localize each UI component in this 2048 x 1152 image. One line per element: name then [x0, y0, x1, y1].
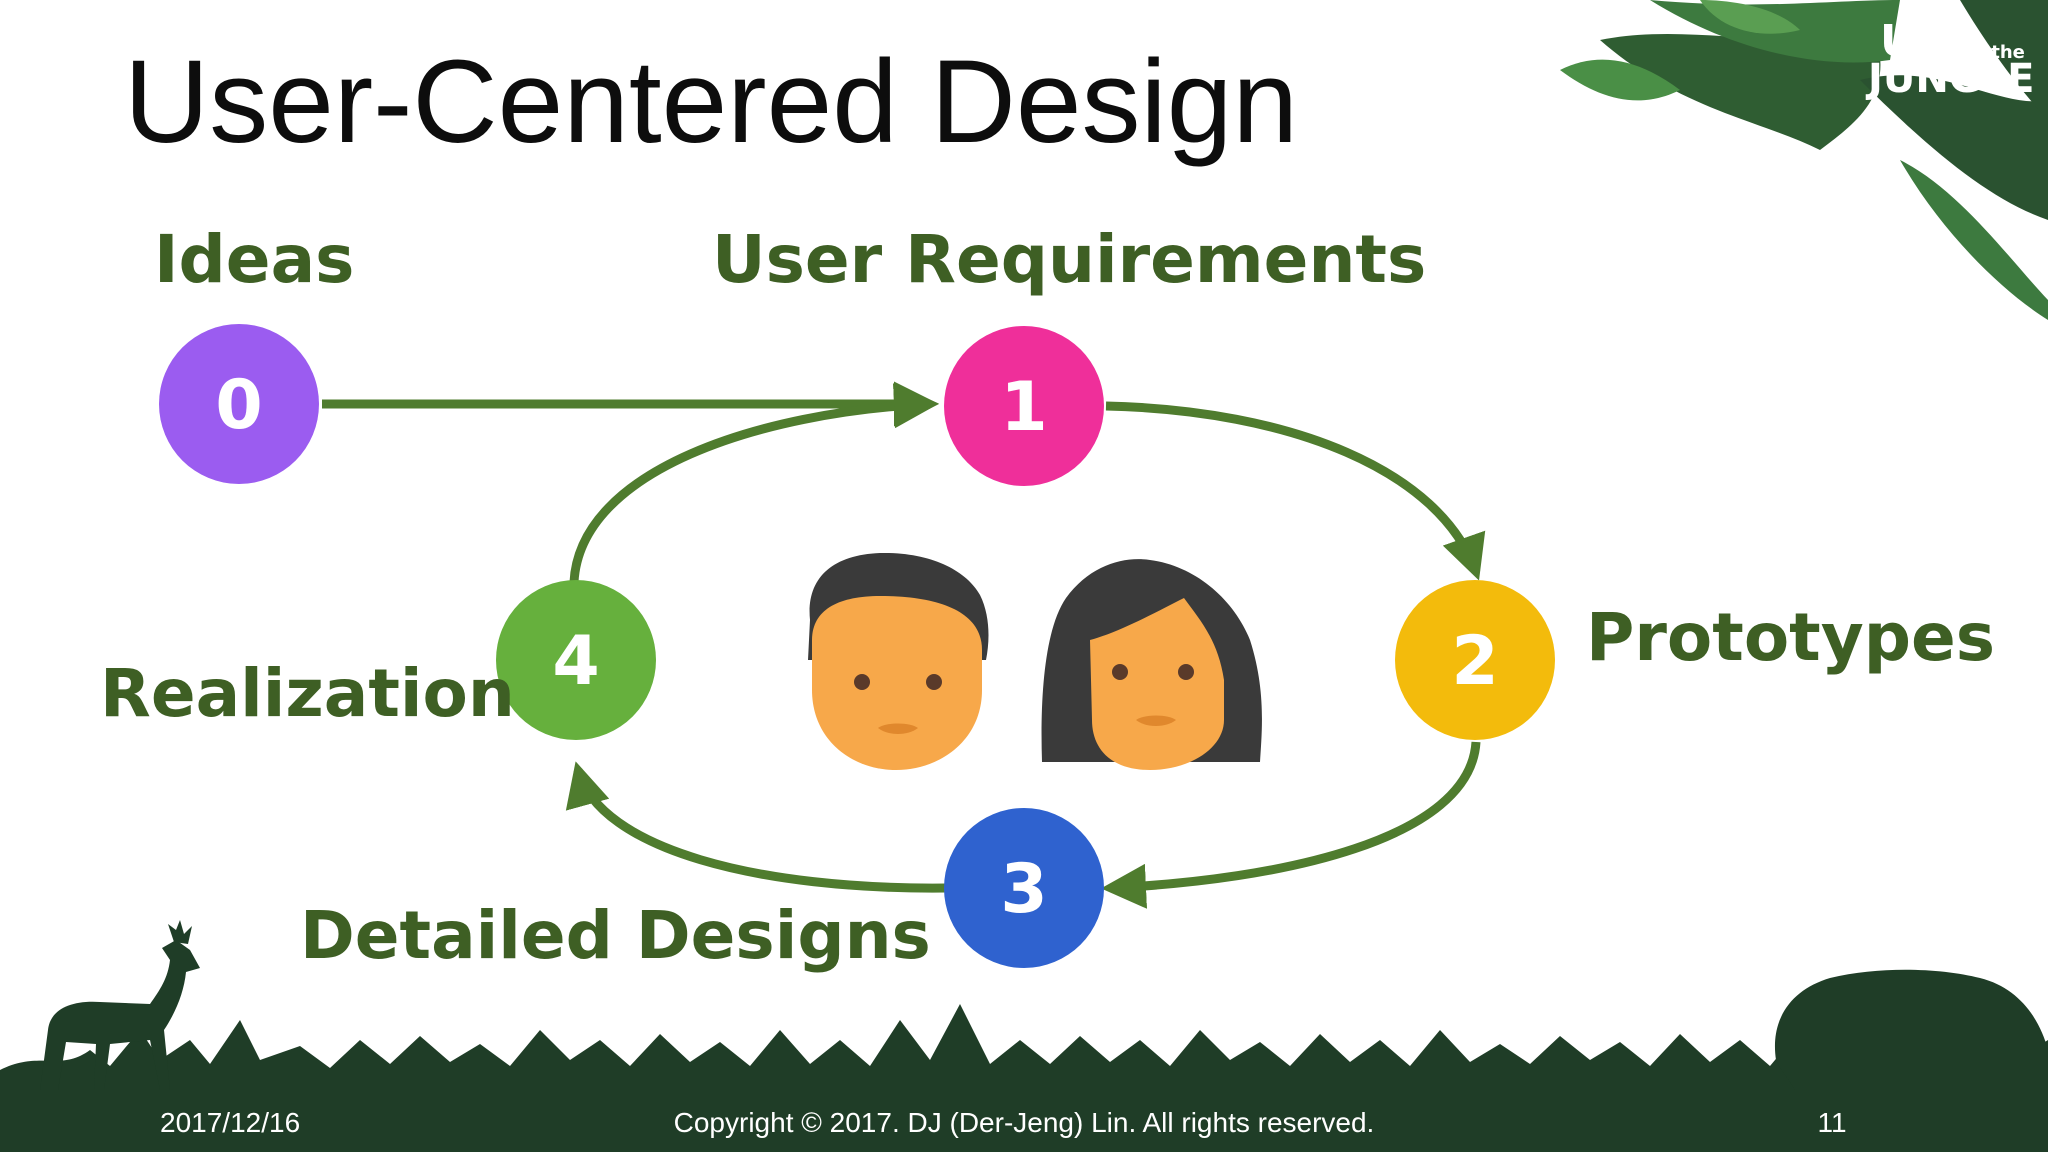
- female-user-icon: [1041, 559, 1262, 770]
- stage-2-number: 2: [1451, 622, 1498, 701]
- stage-2-circle: [1395, 580, 1555, 740]
- stage-0: 0: [159, 324, 319, 484]
- arrow-4-to-1: [569, 383, 939, 583]
- stage-2: 2: [1395, 580, 1555, 740]
- stage-1-circle: [944, 326, 1104, 486]
- male-user-icon: [808, 552, 989, 770]
- ux-in-the-jungle-logo: UX in the JUNGLE: [1865, 16, 2034, 102]
- stage-4-circle: [496, 580, 656, 740]
- arrow-2-to-3: [1101, 741, 1481, 909]
- footer-band: [0, 1090, 2048, 1152]
- stage-0-circle: [159, 324, 319, 484]
- bear-silhouette: [1774, 969, 2048, 1092]
- footer-page-number: 11: [1817, 1107, 1846, 1138]
- logo-line2: JUNGLE: [1865, 56, 2034, 102]
- stage-3: 3: [944, 808, 1104, 968]
- arrow-1-to-2: [1105, 401, 1486, 581]
- footer-copyright: Copyright © 2017. DJ (Der-Jeng) Lin. All…: [674, 1107, 1375, 1138]
- stage-0-label: Ideas: [154, 221, 354, 298]
- stage-1: 1: [944, 326, 1104, 486]
- footer-date: 2017/12/16: [160, 1107, 300, 1138]
- stage-3-number: 3: [1000, 850, 1047, 929]
- stage-1-number: 1: [1000, 368, 1047, 447]
- stage-1-label: User Requirements: [712, 221, 1426, 298]
- stage-0-number: 0: [215, 366, 262, 445]
- stage-4-label: Realization: [100, 655, 515, 732]
- stage-3-circle: [944, 808, 1104, 968]
- logo-small: in the: [1966, 42, 2025, 63]
- stage-4-number: 4: [552, 622, 599, 701]
- stage-3-label: Detailed Designs: [300, 897, 931, 974]
- deer-silhouette: [40, 920, 200, 1090]
- page-title: User-Centered Design: [124, 36, 1298, 168]
- cycle-arrows: [322, 381, 1486, 909]
- arrow-3-to-4: [565, 761, 947, 893]
- stage-4: 4: [496, 580, 656, 740]
- logo-line1: UX: [1880, 16, 1950, 67]
- stage-2-label: Prototypes: [1586, 599, 1995, 676]
- jungle-leaves-decoration: [1560, 0, 2048, 320]
- grass-silhouette: [0, 1004, 2048, 1092]
